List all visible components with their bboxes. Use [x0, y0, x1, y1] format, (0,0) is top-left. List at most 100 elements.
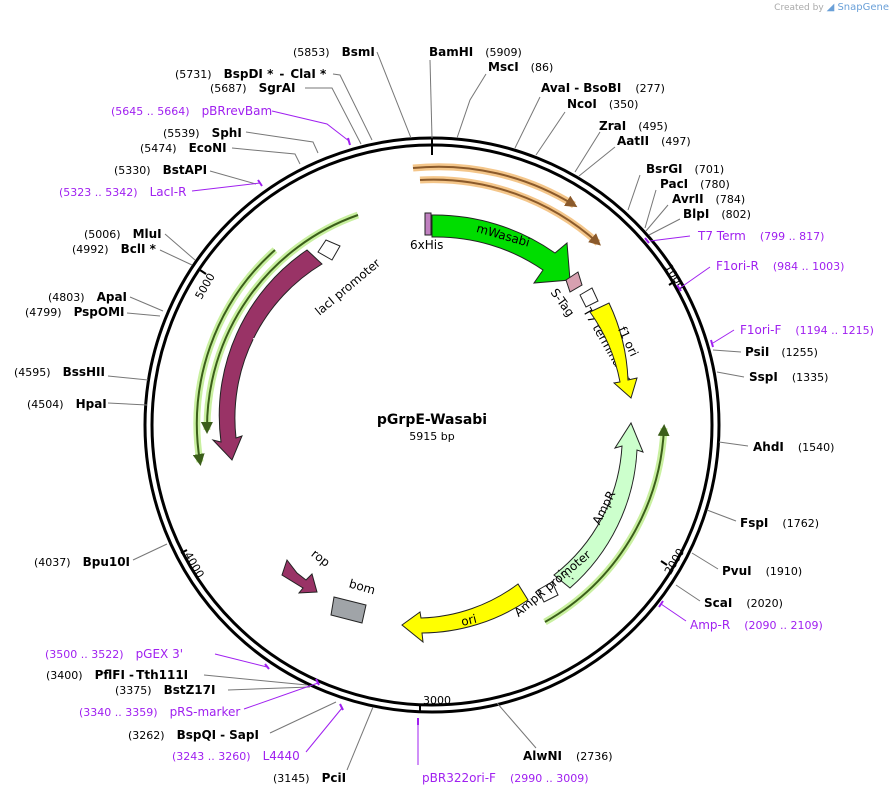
pleader-f1ori-r: [679, 266, 711, 289]
feature-mwasabi[interactable]: [431, 214, 571, 284]
feature-ampr-promoter[interactable]: [537, 581, 559, 603]
primer-prs-marker-range: (3340 .. 3359): [79, 706, 158, 719]
leader-econi: [231, 147, 301, 165]
feature-6xhis-label: 6xHis: [410, 238, 443, 252]
primer-f1ori-r[interactable]: F1ori-R(984 .. 1003): [716, 259, 844, 273]
primer-l4440-range: (3243 .. 3260): [172, 750, 251, 763]
enzyme-bpu10i[interactable]: (4037)Bpu10I: [34, 555, 130, 569]
feature-ori[interactable]: [401, 583, 529, 644]
enzyme-zrai[interactable]: ZraI(495): [599, 119, 668, 133]
feature-rop[interactable]: [281, 558, 318, 594]
enzyme-bsshii[interactable]: (4595)BssHII: [14, 365, 105, 379]
enzyme-bstapi[interactable]: (5330)BstAPI: [114, 163, 207, 177]
enzyme-bamhi[interactable]: BamHI(5909): [429, 45, 522, 59]
leader-mscI: [456, 73, 487, 139]
enzyme-sphi[interactable]: (5539)SphI: [163, 126, 242, 140]
enzyme-pcii[interactable]: (3145)PciI: [273, 771, 346, 785]
enzyme-bspdi-name: BspDI: [224, 67, 263, 81]
enzyme-zrai-name: ZraI: [599, 119, 626, 133]
enzyme-avai-alt: BsoBI: [583, 81, 621, 95]
primer-laci-r[interactable]: (5323 .. 5342)LacI-R: [59, 185, 186, 199]
enzyme-sspi[interactable]: SspI(1335): [749, 370, 828, 384]
enzyme-bpu10i-pos: (4037): [34, 556, 71, 569]
enzyme-mscl-name: MscI: [488, 60, 519, 74]
primer-f1ori-f[interactable]: F1ori-F(1194 .. 1215): [740, 323, 874, 337]
feature-ori-label: ori: [460, 612, 479, 629]
primer-t7term[interactable]: T7 Term(799 .. 817): [697, 229, 824, 243]
enzyme-econi[interactable]: (5474)EcoNI: [140, 141, 227, 155]
primer-pbrrevbam[interactable]: (5645 .. 5664)pBRrevBam: [111, 104, 272, 118]
enzyme-hpai-pos: (4504): [27, 398, 64, 411]
primer-pbr322ori-f[interactable]: pBR322ori-F(2990 .. 3009): [422, 771, 589, 785]
enzyme-fspi[interactable]: FspI(1762): [740, 516, 819, 530]
tick-label-1000: 1000: [662, 262, 687, 293]
enzyme-econi-name: EcoNI: [189, 141, 227, 155]
primer-labels: T7 Term(799 .. 817) F1ori-R(984 .. 1003)…: [45, 104, 874, 785]
enzyme-bspdi[interactable]: (5731)BspDI *-ClaI *: [175, 67, 327, 81]
primer-l4440[interactable]: (3243 .. 3260)L4440: [172, 749, 300, 763]
leader-fspi: [706, 509, 737, 522]
enzyme-mlui[interactable]: (5006)MluI: [84, 227, 162, 241]
enzyme-paci[interactable]: PacI(780): [660, 177, 730, 191]
enzyme-ahdi[interactable]: AhdI(1540): [753, 440, 834, 454]
primer-pgex3[interactable]: (3500 .. 3522)pGEX 3': [45, 647, 183, 661]
enzyme-bspqi[interactable]: (3262)BspQI-SapI: [128, 728, 259, 742]
enzyme-alwni[interactable]: AlwNI(2736): [523, 749, 613, 763]
enzyme-pvui[interactable]: PvuI(1910): [722, 564, 802, 578]
tick-mark-1000: [668, 280, 676, 286]
primer-f1ori-r-range: (984 .. 1003): [773, 260, 845, 273]
enzyme-bsmi[interactable]: (5853)BsmI: [293, 45, 375, 59]
enzyme-blpi-pos: (802): [721, 208, 751, 221]
primer-amp-r[interactable]: Amp-R(2090 .. 2109): [690, 618, 823, 632]
primer-f1ori-f-name: F1ori-F: [740, 323, 781, 337]
enzyme-bcli-name: BclI: [121, 242, 146, 256]
enzyme-labels: BamHI(5909) MscI(86) AvaI-BsoBI(277) Nco…: [14, 45, 834, 785]
feature-stag-label: S-Tag: [548, 286, 578, 319]
enzyme-pflfi[interactable]: (3400)PflFI-Tth111I: [46, 668, 188, 682]
leader-bsrgi: [627, 174, 641, 211]
leader-avai: [514, 96, 541, 149]
snapgene-credit: Created by ◢ SnapGene: [774, 2, 889, 13]
feature-stag[interactable]: [565, 271, 583, 293]
enzyme-bcli[interactable]: (4992)BclI *: [72, 242, 157, 256]
enzyme-avai[interactable]: AvaI-BsoBI(277): [541, 81, 665, 95]
enzyme-hpai-name: HpaI: [76, 397, 107, 411]
enzyme-hpai[interactable]: (4504) HpaI: [27, 397, 107, 411]
enzyme-bstz17i-name: BstZ17I: [164, 683, 216, 697]
enzyme-avrii-pos: (784): [716, 193, 746, 206]
feature-laci-promoter[interactable]: [317, 239, 341, 261]
feature-ampr[interactable]: [553, 421, 644, 589]
enzyme-bspdi-star: *: [263, 67, 274, 81]
feature-laci[interactable]: [211, 249, 323, 461]
feature-bom[interactable]: [330, 596, 367, 624]
primer-laci-r-range: (5323 .. 5342): [59, 186, 138, 199]
enzyme-avrii[interactable]: AvrII(784): [672, 192, 745, 206]
primer-prs-marker[interactable]: (3340 .. 3359)pRS-marker: [79, 705, 240, 719]
enzyme-scai[interactable]: ScaI(2020): [704, 596, 783, 610]
enzyme-ncoi[interactable]: NcoI(350): [567, 97, 638, 111]
enzyme-ahdi-pos: (1540): [798, 441, 835, 454]
enzyme-mscl[interactable]: MscI(86): [488, 60, 553, 74]
enzyme-bamhi-name: BamHI: [429, 45, 473, 59]
tick-mark-4000: [180, 549, 188, 554]
pleader-f1ori-f: [712, 329, 735, 344]
feature-ampr-promoter-label: AmpR promoter: [511, 548, 593, 620]
feature-6xhis[interactable]: [424, 212, 432, 236]
enzyme-bsrgi[interactable]: BsrGI(701): [646, 162, 724, 176]
enzyme-aatii-name: AatII: [617, 134, 649, 148]
enzyme-blpi[interactable]: BlpI(802): [683, 207, 751, 221]
leader-bstapi: [209, 170, 257, 185]
enzyme-psii[interactable]: PsiI(1255): [745, 345, 818, 359]
feature-f1ori[interactable]: [589, 302, 638, 399]
enzyme-bstz17i[interactable]: (3375)BstZ17I: [115, 683, 215, 697]
enzyme-aatii[interactable]: AatII(497): [617, 134, 691, 148]
enzyme-pspomi[interactable]: (4799)PspOMI: [25, 305, 125, 319]
primer-marker-pbrrevbam: [347, 137, 351, 146]
feature-t7term[interactable]: [579, 287, 599, 308]
enzyme-apai[interactable]: (4803)ApaI: [48, 290, 127, 304]
primer-pgex3-range: (3500 .. 3522): [45, 648, 124, 661]
enzyme-sgrai[interactable]: (5687)SgrAI: [210, 81, 295, 95]
enzyme-bsshii-name: BssHII: [63, 365, 105, 379]
enzyme-bspdi-dash: -: [279, 67, 284, 81]
